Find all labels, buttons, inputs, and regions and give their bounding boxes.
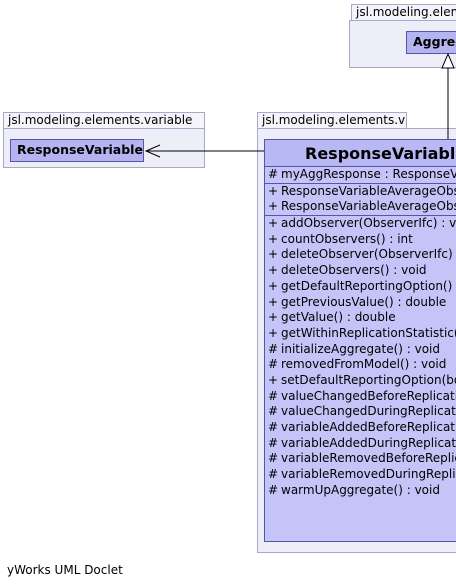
method-text: valueChangedBeforeReplication(ModelEleme…: [281, 388, 456, 403]
method-row: +getPreviousValue() : double: [265, 295, 456, 311]
method-row: #variableAddedDuringReplication(ModelEle…: [265, 436, 456, 452]
attribute-text: myAggResponse : ResponseVariable: [281, 167, 456, 181]
method-row: #warmUpAggregate() : void: [265, 483, 456, 499]
method-text: addObserver(ObserverIfc) : void: [281, 216, 456, 231]
method-row: +deleteObserver(ObserverIfc) : void: [265, 247, 456, 263]
method-row: +getDefaultReportingOption() : boolean: [265, 279, 456, 295]
method-row: #removedFromModel() : void: [265, 357, 456, 373]
visibility-marker: +: [268, 372, 279, 387]
methods-section: +addObserver(ObserverIfc) : void +countO…: [265, 216, 456, 498]
constructor-row: +ResponseVariableAverageObserver(String): [265, 184, 456, 200]
method-text: warmUpAggregate() : void: [281, 482, 440, 497]
visibility-marker: +: [268, 216, 279, 231]
visibility-marker: +: [268, 278, 279, 293]
package-main-label: jsl.modeling.elements.variable: [257, 112, 407, 129]
visibility-marker: #: [268, 451, 279, 466]
method-text: deleteObservers() : void: [281, 263, 427, 278]
method-row: +addObserver(ObserverIfc) : void: [265, 216, 456, 232]
method-text: getValue() : double: [281, 310, 396, 325]
constructor-row: +ResponseVariableAverageObserver(String,…: [265, 199, 456, 215]
method-row: +setDefaultReportingOption(boolean) : vo…: [265, 373, 456, 389]
method-text: setDefaultReportingOption(boolean) : voi…: [281, 372, 456, 387]
class-response-variable[interactable]: ResponseVariable: [10, 139, 144, 162]
package-top-right-label: jsl.modeling.elements.variable: [351, 4, 456, 21]
method-text: initializeAggregate() : void: [281, 341, 440, 356]
method-row: #valueChangedDuringReplication(ModelElem…: [265, 404, 456, 420]
class-aggregate[interactable]: Aggregate: [406, 31, 456, 54]
method-text: variableAddedBeforeReplication(ModelElem…: [281, 420, 456, 434]
method-text: deleteObserver(ObserverIfc) : void: [281, 247, 456, 262]
class-title: ResponseVariableAverageObserver: [265, 140, 456, 167]
visibility-marker: +: [268, 199, 279, 214]
visibility-marker: +: [268, 325, 279, 340]
constructors-section: +ResponseVariableAverageObserver(String)…: [265, 184, 456, 217]
visibility-marker: #: [268, 482, 279, 497]
visibility-marker: #: [268, 420, 279, 434]
method-text: getWithinReplicationStatistic() : Statis…: [281, 325, 456, 340]
visibility-marker: +: [268, 231, 279, 246]
visibility-marker: #: [268, 435, 279, 450]
association-edge: [144, 144, 264, 158]
method-text: removedFromModel() : void: [281, 357, 447, 372]
visibility-marker: +: [268, 310, 279, 325]
method-row: #valueChangedBeforeReplication(ModelElem…: [265, 389, 456, 405]
visibility-marker: +: [268, 183, 279, 198]
footer-credit: yWorks UML Doclet: [7, 563, 123, 577]
visibility-marker: +: [268, 263, 279, 278]
method-text: getPreviousValue() : double: [281, 294, 447, 309]
method-row: +countObservers() : int: [265, 232, 456, 248]
method-row: +getValue() : double: [265, 310, 456, 326]
method-text: countObservers() : int: [281, 231, 413, 246]
method-row: +deleteObservers() : void: [265, 263, 456, 279]
method-text: variableRemovedBeforeReplication(ModelEl…: [281, 451, 456, 466]
visibility-marker: #: [268, 341, 279, 356]
method-row: #variableRemovedBeforeReplication(ModelE…: [265, 451, 456, 467]
visibility-marker: #: [268, 388, 279, 403]
generalization-edge: [441, 52, 455, 139]
visibility-marker: #: [268, 467, 279, 482]
method-text: variableAddedDuringReplication(ModelElem…: [281, 435, 456, 450]
class-response-variable-average-observer[interactable]: ResponseVariableAverageObserver #myAggRe…: [264, 139, 456, 542]
visibility-marker: #: [268, 167, 279, 181]
attribute-row: #myAggResponse : ResponseVariable: [265, 167, 456, 183]
visibility-marker: +: [268, 247, 279, 262]
method-row: #initializeAggregate() : void: [265, 342, 456, 358]
visibility-marker: +: [268, 294, 279, 309]
package-left-label: jsl.modeling.elements.variable: [3, 112, 205, 129]
method-text: getDefaultReportingOption() : boolean: [281, 278, 456, 293]
constructor-text: ResponseVariableAverageObserver(String): [281, 183, 456, 198]
visibility-marker: #: [268, 404, 279, 419]
constructor-text: ResponseVariableAverageObserver(String, …: [281, 199, 456, 214]
method-row: #variableRemovedDuringReplication(ModelE…: [265, 467, 456, 483]
method-row: #variableAddedBeforeReplication(ModelEle…: [265, 420, 456, 436]
method-text: valueChangedDuringReplication(ModelEleme…: [281, 404, 456, 419]
method-text: variableRemovedDuringReplication(ModelEl…: [281, 467, 456, 482]
attributes-section: #myAggResponse : ResponseVariable: [265, 167, 456, 184]
visibility-marker: #: [268, 357, 279, 372]
method-row: +getWithinReplicationStatistic() : Stati…: [265, 326, 456, 342]
